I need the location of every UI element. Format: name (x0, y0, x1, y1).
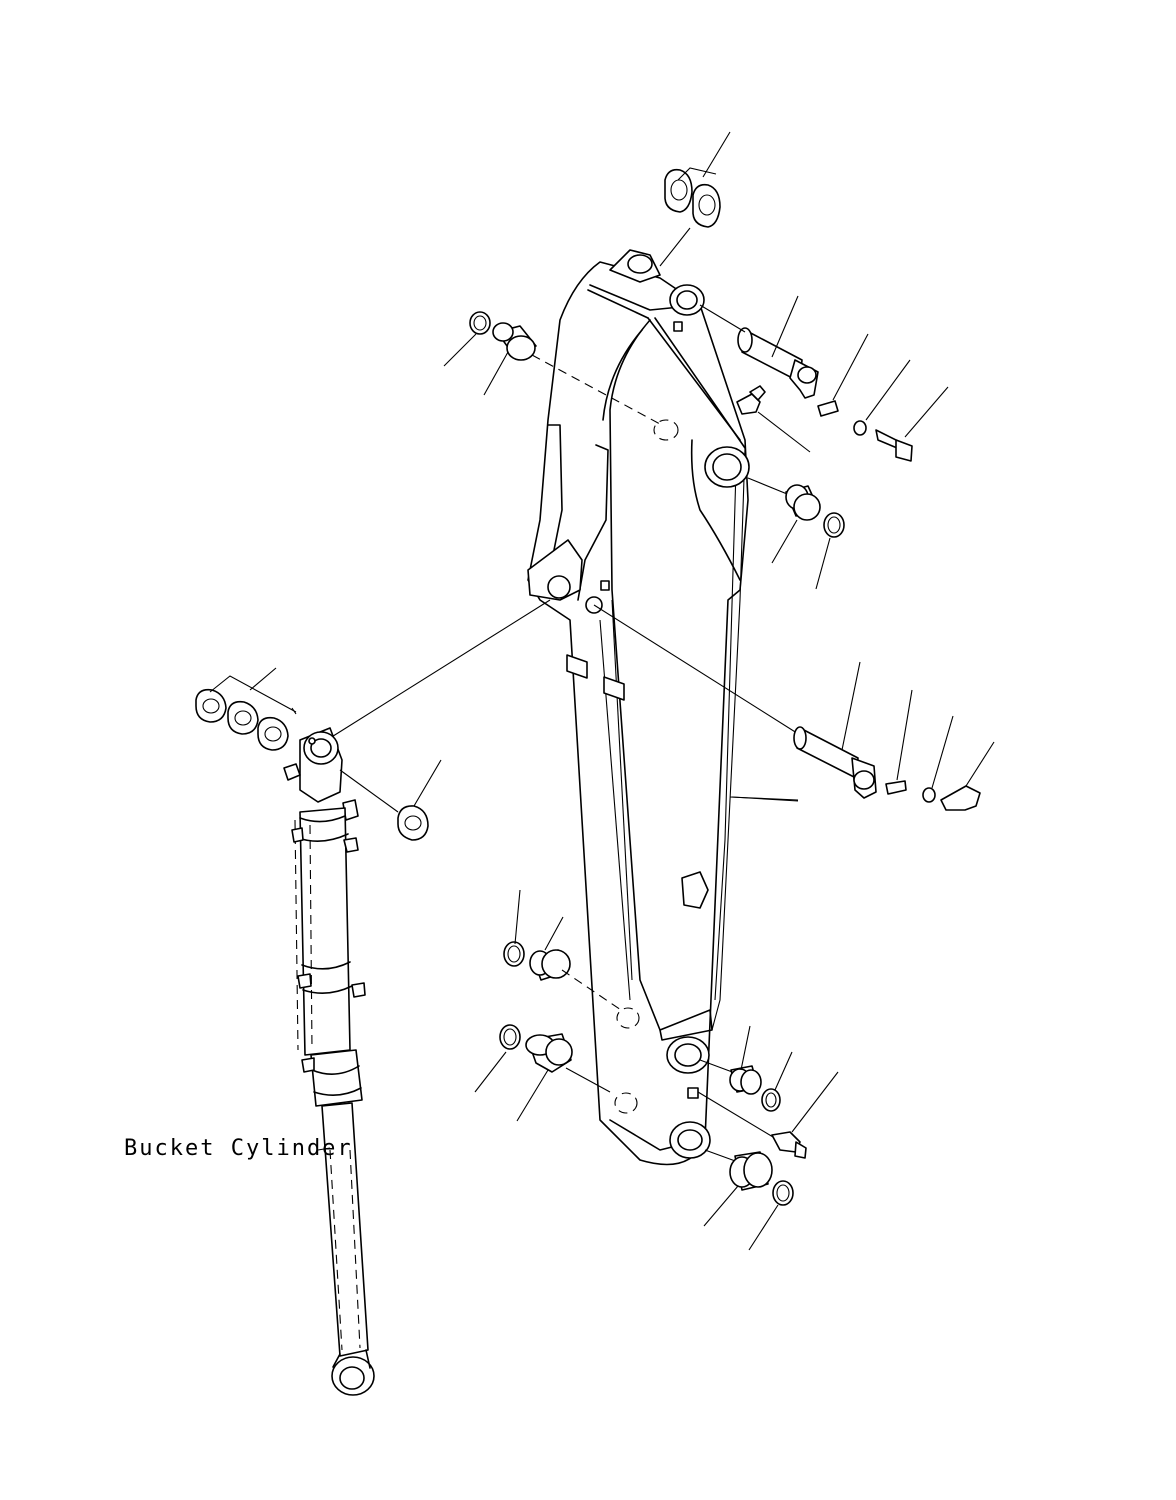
bottom-left-bushings (474, 889, 625, 1122)
mid-right-bushing (747, 477, 845, 590)
top-left-bushing (443, 311, 661, 425)
bottom-right-bushings (697, 1025, 839, 1251)
arm-bottom-boss (666, 1036, 711, 1159)
top-right-pin (699, 295, 949, 462)
bucket-cylinder-label: Bucket Cylinder (124, 1136, 353, 1161)
top-shims (659, 131, 731, 267)
cylinder-shims (195, 667, 442, 841)
arm-leader (731, 796, 799, 802)
hose-brackets (566, 654, 709, 909)
arm-top-boss (600, 249, 750, 591)
hidden-bores (614, 419, 679, 1114)
bucket-cylinder (283, 599, 551, 1396)
arm-body (527, 261, 749, 1166)
middle-pin (593, 604, 995, 811)
